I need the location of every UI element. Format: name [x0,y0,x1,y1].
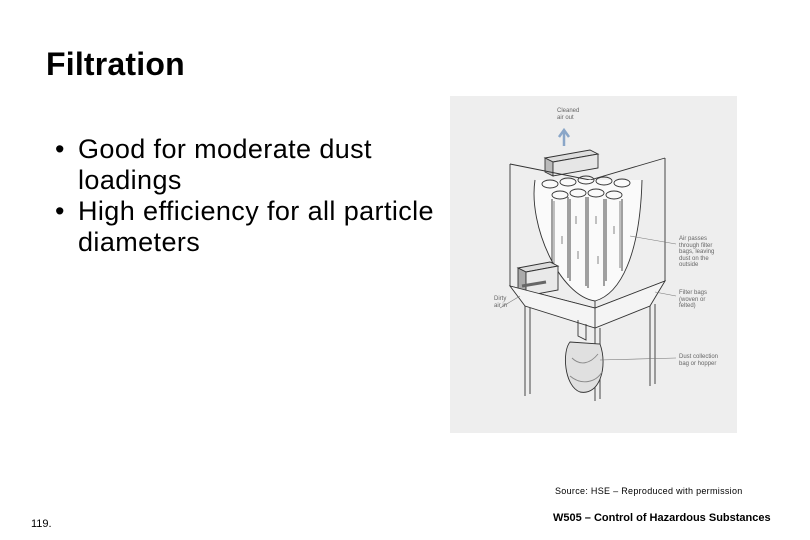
label-dust-collection: Dust collection bag or hopper [679,354,719,367]
baghouse-illustration [499,127,677,401]
label-cleaned-air: Cleaned air out [557,108,580,121]
image-source-credit: Source: HSE – Reproduced with permission [555,486,743,496]
label-dirty-air: Dirty air in [494,296,508,309]
bullet-item: • Good for moderate dust loadings [55,134,435,196]
bullet-marker: • [55,134,65,164]
baghouse-filter-diagram: Cleaned air out Dirty air in Air passes … [450,96,737,433]
bullet-item: • High efficiency for all particle diame… [55,196,435,258]
bullet-marker: • [55,196,65,226]
label-filter-bags: Filter bags (woven or felted) [679,290,708,309]
bullet-text: High efficiency for all particle diamete… [78,196,434,257]
bullet-list: • Good for moderate dust loadings • High… [55,134,435,258]
label-air-passes: Air passes through filter bags, leaving … [679,236,715,268]
page-number: 119. [31,518,52,530]
bullet-text: Good for moderate dust loadings [78,134,372,195]
slide-title: Filtration [46,46,185,82]
course-title: W505 – Control of Hazardous Substances [553,512,771,524]
